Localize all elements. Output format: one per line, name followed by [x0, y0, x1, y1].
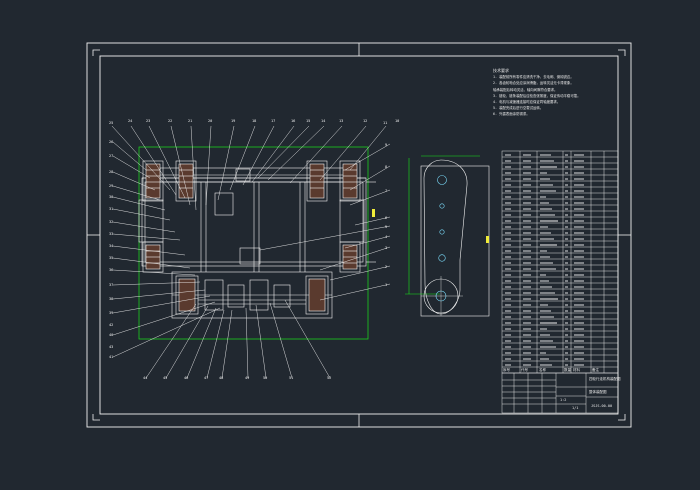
bottom-gearbox [171, 271, 333, 319]
part-balloon: 9 [385, 143, 387, 147]
part-balloon: 40 [109, 333, 113, 337]
dimension-marker [372, 209, 375, 217]
part-balloon: 31 [109, 207, 113, 211]
part-balloon: 37 [109, 283, 113, 287]
part-balloon: 47 [204, 376, 208, 380]
part-balloon: 38 [109, 297, 113, 301]
header-no: 序号 [503, 368, 510, 372]
part-balloon: 23 [146, 119, 150, 123]
note-line: 5. 装配完成后进行空载试运转。 [493, 106, 544, 111]
part-balloon: 43 [109, 345, 113, 349]
part-balloon: 16 [291, 119, 295, 123]
part-balloon: 14 [321, 119, 325, 123]
drawing-subtitle: 整体装配图 [589, 390, 607, 394]
part-balloon: 6 [385, 216, 387, 220]
notes-title: 技术要求 [493, 68, 509, 73]
note-line: 2. 各齿轮啮合处应涂润滑脂，运转灵活无卡滞现象。 [493, 81, 574, 86]
overall-dimension-box [138, 146, 369, 340]
mid-sprocket [438, 254, 446, 262]
part-balloon: 35 [109, 256, 113, 260]
part-balloon: 22 [168, 119, 172, 123]
drawing-number: JSJS-00-00 [591, 404, 613, 408]
leader-lines [111, 125, 391, 379]
note-line: 轴承装配后转动灵活，轴向间隙符合要求。 [493, 87, 558, 92]
part-balloon: 30 [109, 195, 113, 199]
note-line: 4. 电机与减速器连接时应保证同轴度要求。 [493, 100, 561, 105]
part-balloon: 10 [395, 119, 399, 123]
header-qty: 数量 [564, 368, 571, 372]
part-balloon: 27 [109, 154, 113, 158]
top-sprocket [437, 175, 447, 185]
part-balloon: 1 [385, 283, 387, 287]
main-assembly-view[interactable] [138, 146, 376, 340]
header-material: 材料 [573, 368, 580, 372]
part-balloon: 11 [383, 121, 387, 125]
wheel-top-right [306, 160, 361, 202]
part-balloon: 29 [109, 184, 113, 188]
part-balloon: 4 [385, 235, 387, 239]
side-view-frame [420, 165, 490, 317]
wheel-middle-right [339, 241, 361, 273]
title-block[interactable] [501, 372, 619, 414]
drawing-scale: 1:2 [560, 398, 567, 402]
part-balloon: 44 [143, 376, 147, 380]
technical-notes: 技术要求 1. 装配前所有零件应清洗干净，去毛刺、倒钝锐边。 2. 各齿轮啮合处… [493, 68, 613, 118]
part-balloon: 45 [163, 376, 167, 380]
part-balloon: 17 [271, 119, 275, 123]
part-balloon: 52 [327, 376, 331, 380]
part-balloon: 50 [263, 376, 267, 380]
part-balloon: 15 [306, 119, 310, 123]
drawing-sheet: 1/1 [572, 406, 579, 410]
part-balloon: 5 [385, 225, 387, 229]
part-balloon: 51 [289, 376, 293, 380]
part-balloon: 20 [208, 119, 212, 123]
header-remark: 备注 [592, 368, 599, 372]
part-balloon: 39 [109, 311, 113, 315]
header-name: 名称 [539, 368, 546, 372]
part-balloon: 21 [188, 119, 192, 123]
part-balloon: 24 [128, 119, 132, 123]
header-code: 代号 [521, 368, 528, 372]
part-balloon: 26 [109, 140, 113, 144]
part-balloon: 42 [109, 323, 113, 327]
part-balloon: 41 [109, 355, 113, 359]
part-balloon: 34 [109, 244, 113, 248]
part-balloon: 3 [385, 246, 387, 250]
part-balloon: 13 [339, 119, 343, 123]
part-balloon: 8 [385, 165, 387, 169]
part-balloon: 25 [109, 121, 113, 125]
part-balloon: 49 [245, 376, 249, 380]
note-line: 1. 装配前所有零件应清洗干净，去毛刺、倒钝锐边。 [493, 75, 574, 80]
drawing-name: 四轮行走机构装配图 [589, 377, 621, 381]
part-balloon: 7 [385, 189, 387, 193]
part-balloon: 46 [184, 376, 188, 380]
part-balloon: 28 [109, 170, 113, 174]
centering-marks [87, 43, 631, 427]
parts-list-table[interactable] [501, 150, 619, 374]
dimension-marker [486, 236, 489, 243]
part-balloon: 36 [109, 268, 113, 272]
note-line: 3. 链轮、链条装配后应检查张紧度，保证传动平稳可靠。 [493, 93, 581, 98]
side-elevation-view[interactable] [405, 155, 490, 317]
wheel-middle-left [142, 241, 164, 273]
part-balloon: 2 [385, 265, 387, 269]
part-balloon: 32 [109, 220, 113, 224]
part-balloon: 18 [252, 119, 256, 123]
part-balloon: 19 [231, 119, 235, 123]
part-balloon: 12 [363, 119, 367, 123]
note-line: 6. 外露表面涂防锈漆。 [493, 112, 530, 117]
wheel-top-left [142, 160, 197, 202]
part-balloon: 33 [109, 232, 113, 236]
part-balloon: 48 [219, 376, 223, 380]
